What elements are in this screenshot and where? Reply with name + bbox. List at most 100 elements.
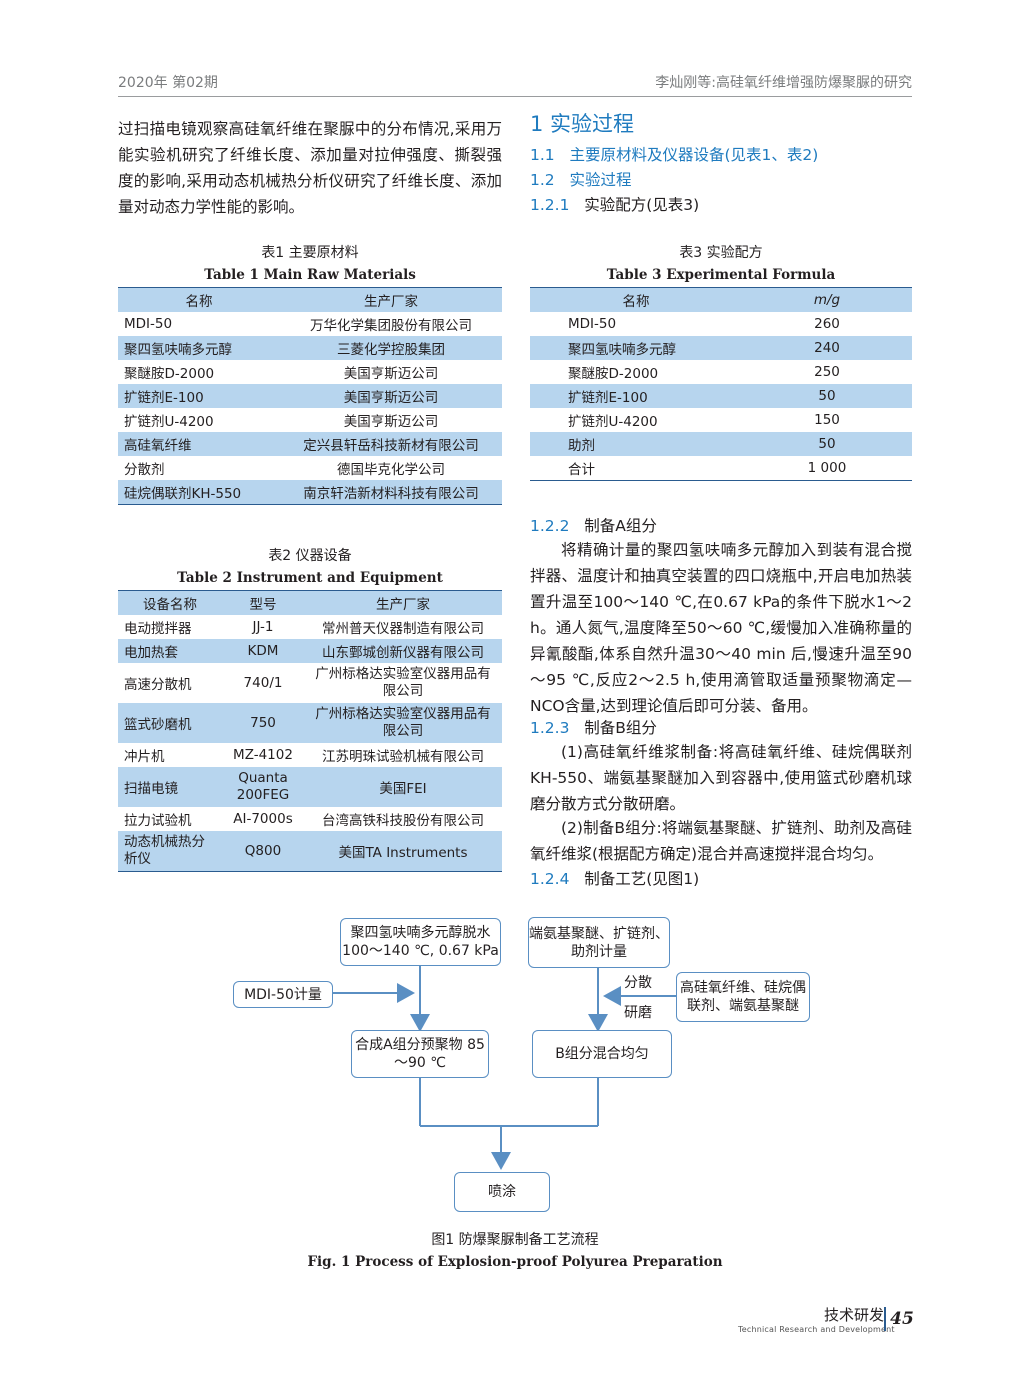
table-cell: 美国亨斯迈公司 (343, 366, 439, 382)
table-cell: MDI-50 (568, 316, 617, 332)
table-cell: 硅烷偶联剂KH-550 (118, 480, 280, 505)
table-row: 高硅氧纤维定兴县轩岳科技新材有限公司 (118, 432, 502, 456)
table-row: MDI-50 万华化学集团股份有限公司 (118, 312, 502, 336)
table2-caption-en: Table 2 Instrument and Equipment (177, 570, 443, 586)
table-row: 合计 1 000 (530, 456, 912, 481)
table-cell: 万华化学集团股份有限公司 (310, 318, 472, 334)
table-cell: 260 (814, 316, 840, 332)
table-header: 设备名称 (118, 590, 222, 615)
table-cell: KDM (222, 639, 304, 663)
table-header: 生产厂家 (280, 287, 502, 312)
table-cell: 南京轩浩新材料科技有限公司 (280, 480, 502, 505)
table-cell: 美国TA Instruments (304, 831, 502, 872)
table-cell: 750 (222, 703, 304, 743)
table-cell: 扩链剂E-100 (530, 384, 742, 408)
subsection-number: 1.2.3 (530, 719, 570, 737)
subsection-1-2-1: 1.2.1 实验配方(见表3) (530, 193, 699, 215)
figure1-caption-en: Fig. 1 Process of Explosion-proof Polyur… (307, 1254, 723, 1270)
table-cell: 拉力试验机 (124, 813, 192, 829)
table-cell: MZ-4102 (233, 747, 293, 763)
footer-section-cn: 技术研发 (824, 1306, 885, 1324)
flow-box-fiber-slurry: 高硅氧纤维、硅烷偶联剂、端氨基聚醚 (676, 972, 810, 1022)
table-cell: 150 (814, 412, 840, 428)
subsection-title: 实验过程 (569, 171, 632, 189)
table-cell: 美国亨斯迈公司 (280, 384, 502, 408)
table-cell: 1 000 (807, 460, 847, 476)
table-cell: 分散剂 (124, 462, 165, 478)
table-cell: 德国毕克化学公司 (337, 462, 445, 478)
flow-box-mdi: MDI-50计量 (233, 981, 333, 1008)
table-cell: MDI-50 (124, 316, 173, 332)
figure1-caption-cn: 图1 防爆聚脲制备工艺流程 (431, 1232, 599, 1248)
table-cell: Q800 (222, 831, 304, 872)
flow-box-spray: 喷涂 (454, 1172, 550, 1212)
table-cell: 聚醚胺D-2000 (124, 366, 215, 382)
table-row: 扩链剂U-4200 150 (530, 408, 912, 432)
page-number: 45 (884, 1307, 918, 1331)
paragraph-prepare-a: 将精确计量的聚四氢呋喃多元醇加入到装有混合搅拌器、温度计和抽真空装置的四口烧瓶中… (530, 541, 912, 715)
table2-caption: 表2 仪器设备 Table 2 Instrument and Equipment (118, 545, 502, 589)
subsection-1-1: 1.1 主要原材料及仪器设备(见表1、表2) (530, 143, 818, 165)
table-header: 名称 (118, 287, 280, 312)
flow-box-b-materials: 端氨基聚醚、扩链剂、助剂计量 (528, 917, 670, 968)
flow-label-grind: 研磨 (624, 1005, 652, 1021)
table-cell: 美国亨斯迈公司 (343, 414, 439, 430)
header-article-title: 李灿刚等:高硅氧纤维增强防爆聚脲的研究 (655, 75, 912, 91)
footer-section-en: Technical Research and Development (738, 1325, 895, 1334)
flow-box-dehydrate: 聚四氢呋喃多元醇脱水 100～140 ℃, 0.67 kPa (340, 918, 501, 966)
table-cell: 定兴县轩岳科技新材有限公司 (280, 432, 502, 456)
table-cell: 美国FEI (304, 767, 502, 807)
subsection-number: 1.2 (530, 171, 555, 189)
subsection-title: 主要原材料及仪器设备(见表1、表2) (569, 146, 819, 164)
table-cell: AI-7000s (233, 811, 293, 827)
table-cell: 聚四氢呋喃多元醇 (118, 336, 280, 360)
table-cell: 50 (742, 384, 912, 408)
header-rule (118, 96, 912, 97)
table-header: 名称 (530, 287, 742, 312)
table-cell: 50 (742, 432, 912, 456)
table-cell: 篮式砂磨机 (118, 703, 222, 743)
table-cell: 常州普天仪器制造有限公司 (322, 621, 484, 637)
flow-box-b-mix: B组分混合均匀 (532, 1030, 672, 1078)
paragraph-fiber-slurry: (1)高硅氧纤维浆制备:将高硅氧纤维、硅烷偶联剂KH-550、端氨基聚醚加入到容… (530, 743, 912, 813)
table-cell: 扩链剂U-4200 (568, 414, 658, 430)
subsection-1-2-4: 1.2.4 制备工艺(见图1) (530, 867, 699, 889)
table-cell: 三菱化学控股集团 (280, 336, 502, 360)
table-cell: 250 (814, 364, 840, 380)
subsection-title: 制备工艺(见图1) (584, 870, 700, 888)
subsection-number: 1.1 (530, 146, 555, 164)
table-cell: 电加热套 (118, 639, 222, 663)
table3-caption-en: Table 3 Experimental Formula (606, 267, 836, 283)
table2-caption-cn: 表2 仪器设备 (268, 548, 352, 564)
table1-caption-cn: 表1 主要原材料 (261, 245, 359, 261)
table3-caption: 表3 实验配方 Table 3 Experimental Formula (530, 242, 912, 286)
subsection-1-2-2: 1.2.2 制备A组分 (530, 514, 657, 536)
header-journal-issue: 2020年 第02期 (118, 75, 218, 91)
table-cell: 高硅氧纤维 (118, 432, 280, 456)
table-row: MDI-50 260 (530, 312, 912, 336)
table-cell: 240 (742, 336, 912, 360)
flow-label-disperse: 分散 (624, 975, 652, 991)
table-cell: 合计 (568, 462, 595, 478)
table-cell: 江苏明珠试验机械有限公司 (322, 749, 484, 765)
subsection-number: 1.2.2 (530, 517, 570, 535)
table-cell: 扩链剂E-100 (118, 384, 280, 408)
table-cell: 动态机械热分析仪 (118, 831, 222, 872)
intro-paragraph: 过扫描电镜观察高硅氧纤维在聚脲中的分布情况,采用万能实验机研究了纤维长度、添加量… (118, 120, 502, 216)
table-cell: 聚四氢呋喃多元醇 (530, 336, 742, 360)
table-cell: 高速分散机 (124, 677, 192, 693)
table-cell: 电动搅拌器 (124, 621, 192, 637)
table-cell: 助剂 (530, 432, 742, 456)
